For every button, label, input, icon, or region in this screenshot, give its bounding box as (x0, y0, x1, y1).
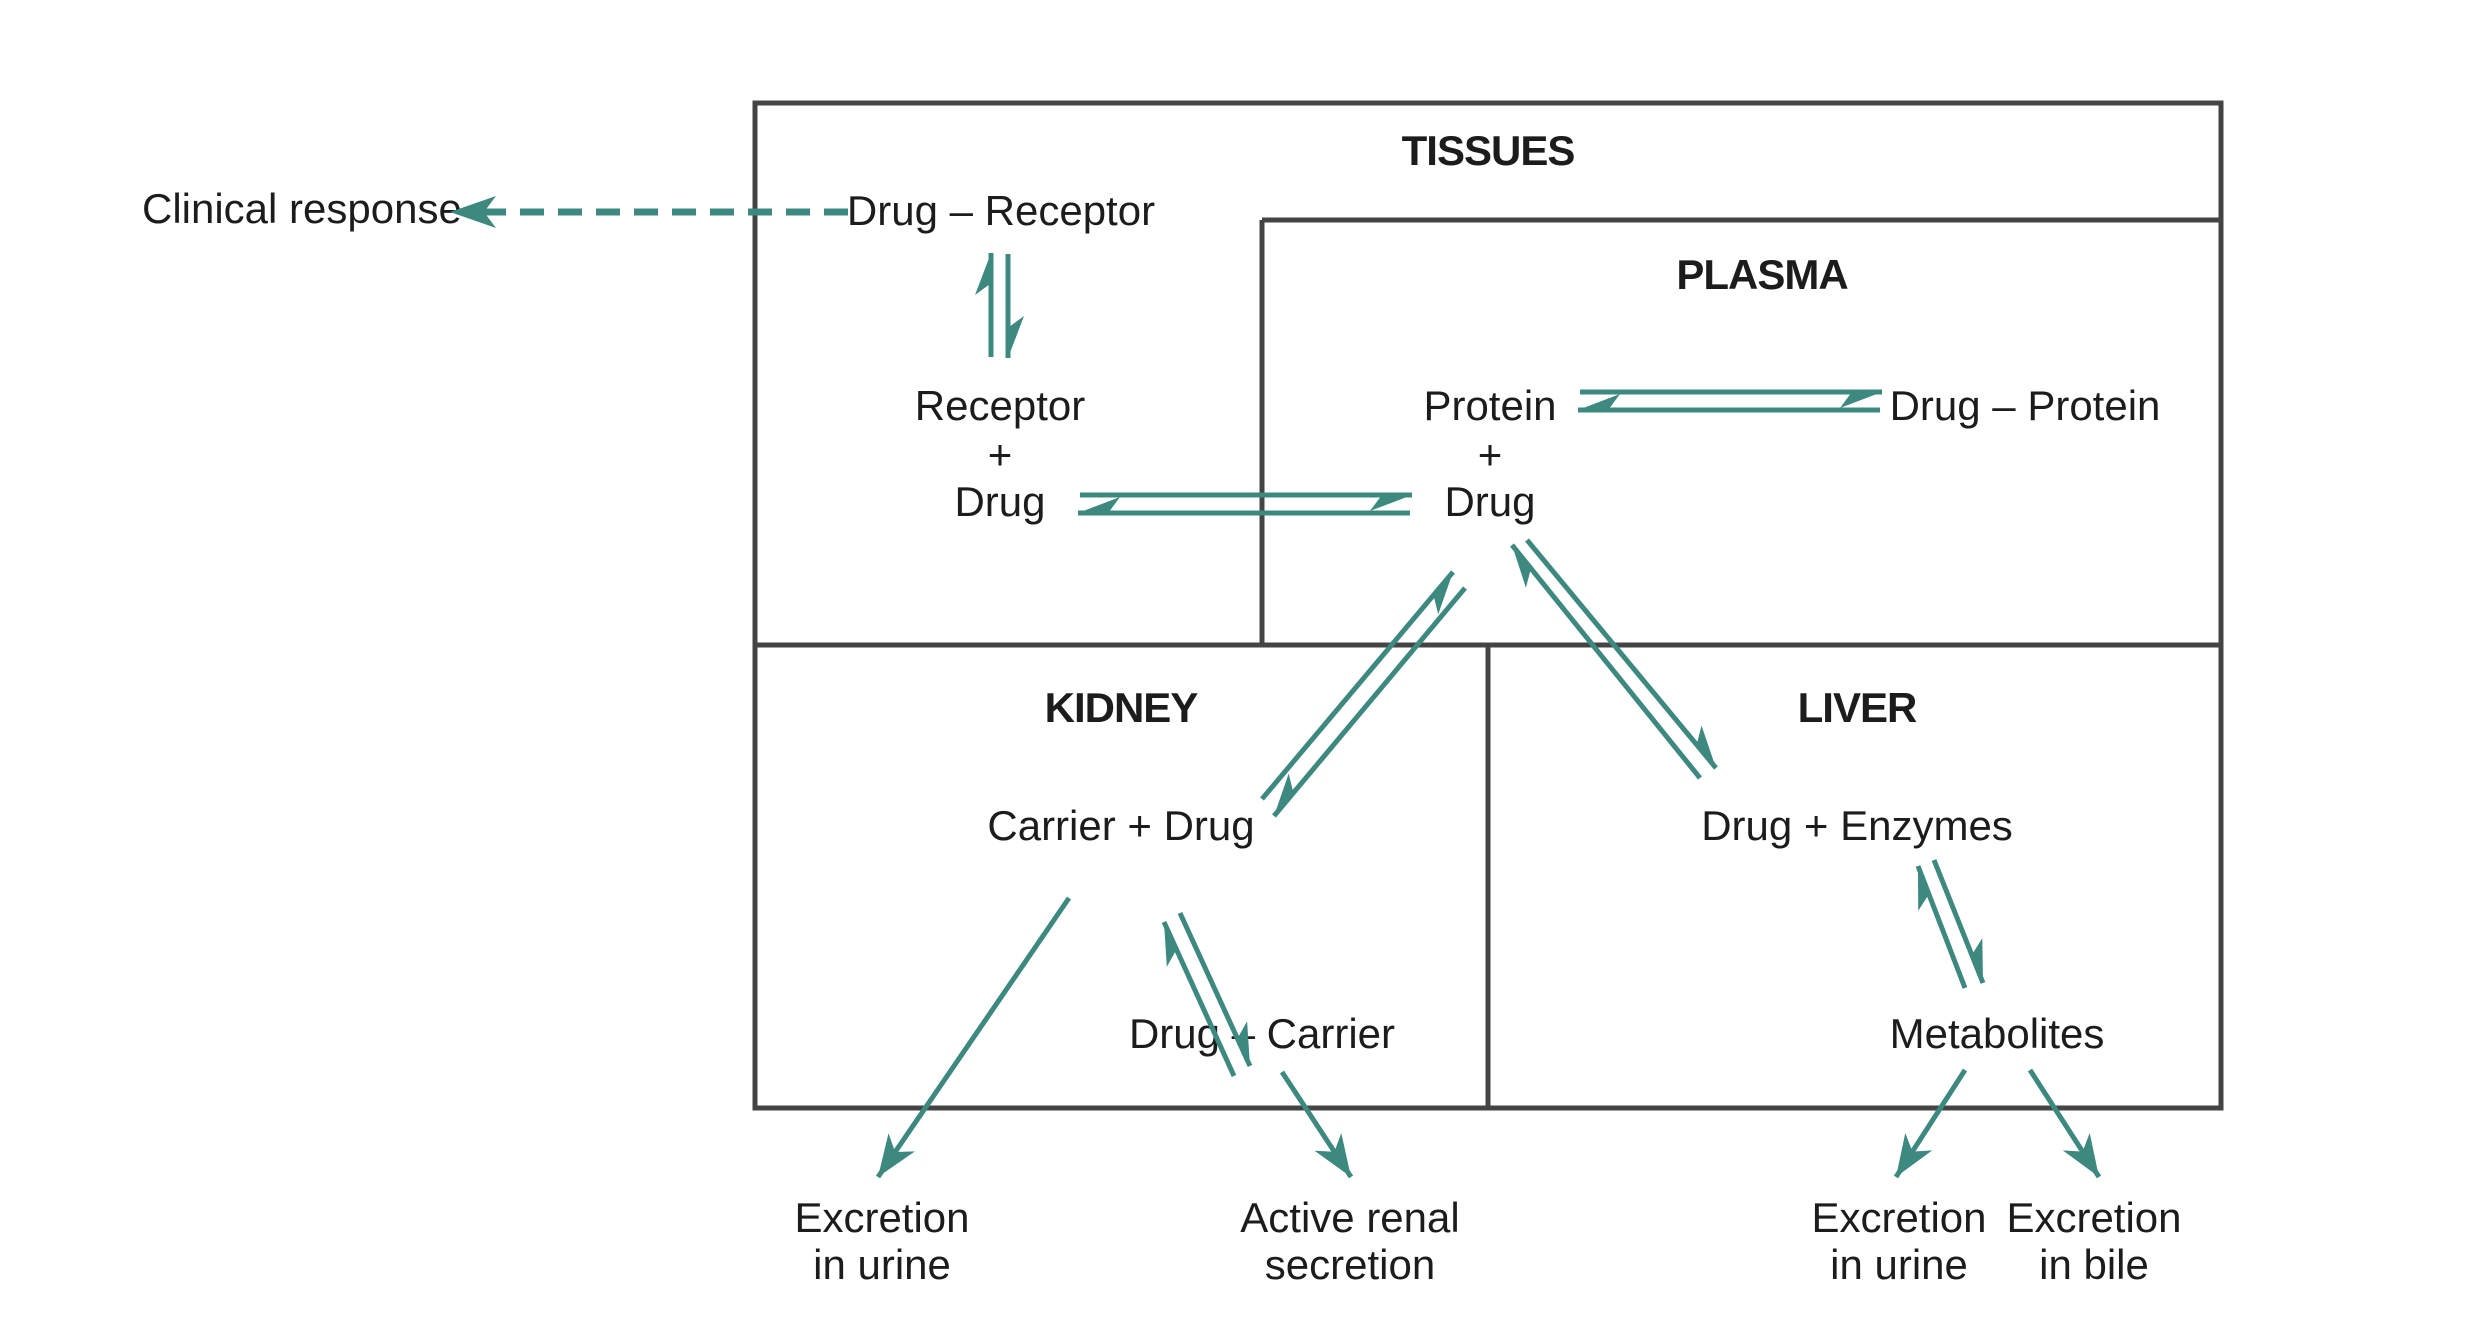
drug-carrier-label: Drug – Carrier (1129, 1010, 1395, 1057)
metabolite-reversal-arrow-head (1918, 866, 1929, 911)
plasma-drug-label: Drug (1444, 478, 1535, 525)
carrier-binding-arrow-head (1237, 1021, 1250, 1066)
receptor-release-arrow-head (975, 253, 991, 295)
kidney-excretion-urine-line1: Excretion (794, 1194, 969, 1241)
clinical-response-arrow (450, 196, 848, 228)
active-renal-secretion-line1: Active renal (1240, 1194, 1459, 1241)
metabolites-label: Metabolites (1890, 1010, 2105, 1057)
plasma-to-liver-arrow-head (1696, 725, 1716, 768)
bile-arrow-head (2062, 1133, 2099, 1177)
drug-enzymes-label: Drug + Enzymes (1701, 802, 2013, 849)
liver-excretion-urine-line2: in urine (1830, 1241, 1968, 1288)
kidney-urine-arrow (875, 896, 1072, 1179)
kidney-heading: KIDNEY (1045, 684, 1199, 731)
protein-binding-arrow-head (1840, 392, 1882, 408)
active-renal-secretion-arrow-head (1314, 1133, 1351, 1177)
kidney-to-plasma-arrow-head (1433, 572, 1453, 615)
drug-protein-label: Drug – Protein (1890, 382, 2161, 429)
tissues-heading: TISSUES (1402, 127, 1575, 174)
receptor-label: Receptor (915, 382, 1085, 429)
kidney-excretion-urine-line2: in urine (813, 1241, 951, 1288)
liver-urine-arrow-head (1896, 1133, 1933, 1177)
plasma-heading: PLASMA (1676, 251, 1848, 298)
plasma-to-liver-arrow (1525, 538, 1718, 770)
liver-excretion-urine-line1: Excretion (1811, 1194, 1986, 1241)
tissue-to-plasma-arrow-head (1370, 495, 1412, 511)
metabolism-arrow-head (1971, 938, 1983, 983)
receptor-binding-arrow-head (1008, 316, 1024, 358)
bile-excretion-line1: Excretion (2006, 1194, 2181, 1241)
receptor-plus-label: + (988, 431, 1013, 478)
drug-receptor-label: Drug – Receptor (847, 187, 1155, 234)
carrier-drug-label: Carrier + Drug (987, 802, 1254, 849)
plasma-to-tissue-arrow-head (1078, 497, 1120, 513)
clinical-response-arrowhead (450, 196, 496, 228)
kidney-to-plasma-arrow (1260, 570, 1455, 801)
active-renal-secretion-line2: secretion (1265, 1241, 1435, 1288)
protein-plus-label: + (1478, 431, 1503, 478)
plasma-to-kidney-arrow (1272, 586, 1467, 818)
protein-label: Protein (1423, 382, 1556, 429)
plasma-to-kidney-arrow-head (1274, 773, 1294, 816)
protein-release-arrow-head (1578, 394, 1620, 410)
compartment-boxes (752, 100, 2224, 1111)
liver-heading: LIVER (1798, 684, 1917, 731)
liver-to-plasma-arrow-head (1512, 545, 1531, 588)
liver-to-plasma-arrow (1510, 543, 1702, 780)
flow-arrows (875, 253, 2102, 1179)
clinical-response-label: Clinical response (142, 185, 462, 232)
carrier-release-arrow-head (1164, 922, 1177, 967)
metabolism-arrow (1931, 859, 1986, 984)
bile-excretion-line2: in bile (2039, 1241, 2149, 1288)
kidney-urine-arrow-head (878, 1133, 915, 1177)
receptor-drug-label: Drug (954, 478, 1045, 525)
